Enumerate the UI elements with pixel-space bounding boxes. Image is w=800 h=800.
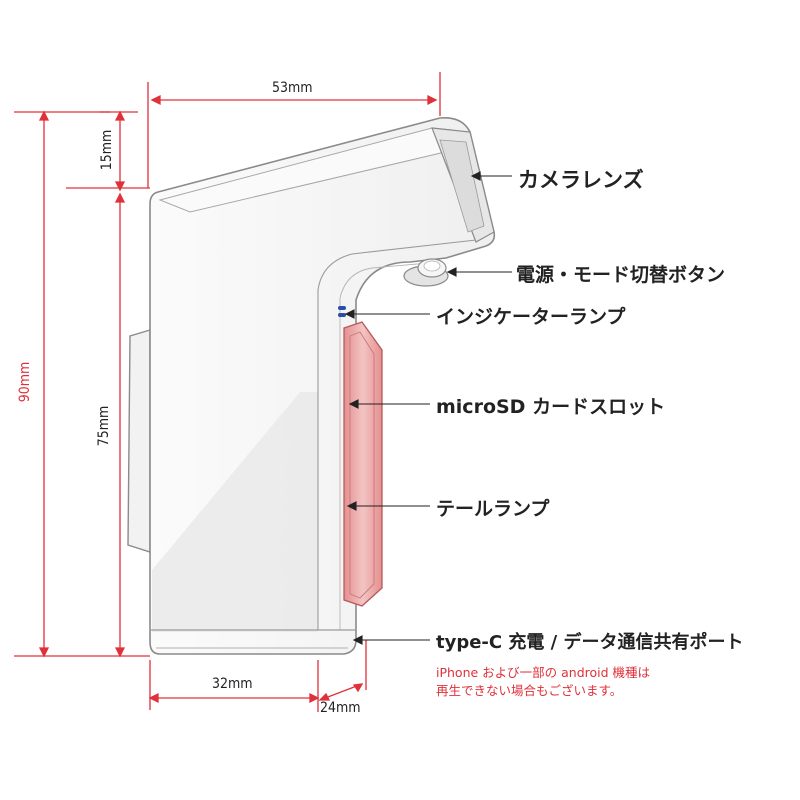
dim-body-height: 75mm (96, 405, 112, 447)
dimension-lines (14, 72, 441, 712)
dim-top-height: 15mm (99, 129, 115, 171)
camera-head-inner (439, 139, 485, 233)
label-tail-lamp: テールランプ (436, 498, 550, 520)
dim-top-width: 53mm (272, 80, 313, 96)
label-camera-lens: カメラレンズ (518, 168, 644, 192)
body-shading (152, 392, 318, 632)
callout-leaders (344, 171, 512, 645)
label-microsd-slot: microSD カードスロット (436, 396, 666, 418)
tail-lamp (343, 321, 383, 607)
dim-bottom-width: 32mm (212, 676, 253, 692)
mount-clip (127, 329, 151, 553)
dim-depth: 24mm (320, 700, 361, 716)
brand-bold: tooo (266, 440, 296, 511)
neck-inner-edge (339, 261, 441, 630)
label-power-mode-button: 電源・モード切替ボタン (516, 264, 726, 286)
brand-light: cycling (266, 510, 296, 609)
indicator-lamp (338, 306, 346, 310)
note-line-2: 再生できない場合もございます。 (436, 683, 623, 698)
label-type-c-port: type-C 充電 / データ通信共有ポート (436, 632, 744, 653)
brand-logo-text: tooocycling (266, 440, 296, 608)
neck-edge (317, 239, 477, 630)
label-indicator-lamp: インジケーターランプ (436, 306, 626, 328)
dim-total-height: 90mm (17, 361, 33, 403)
note-line-1: iPhone および一部の android 機種は (436, 665, 651, 680)
compatibility-note: iPhone および一部の android 機種は 再生できない場合もございます… (436, 664, 650, 700)
